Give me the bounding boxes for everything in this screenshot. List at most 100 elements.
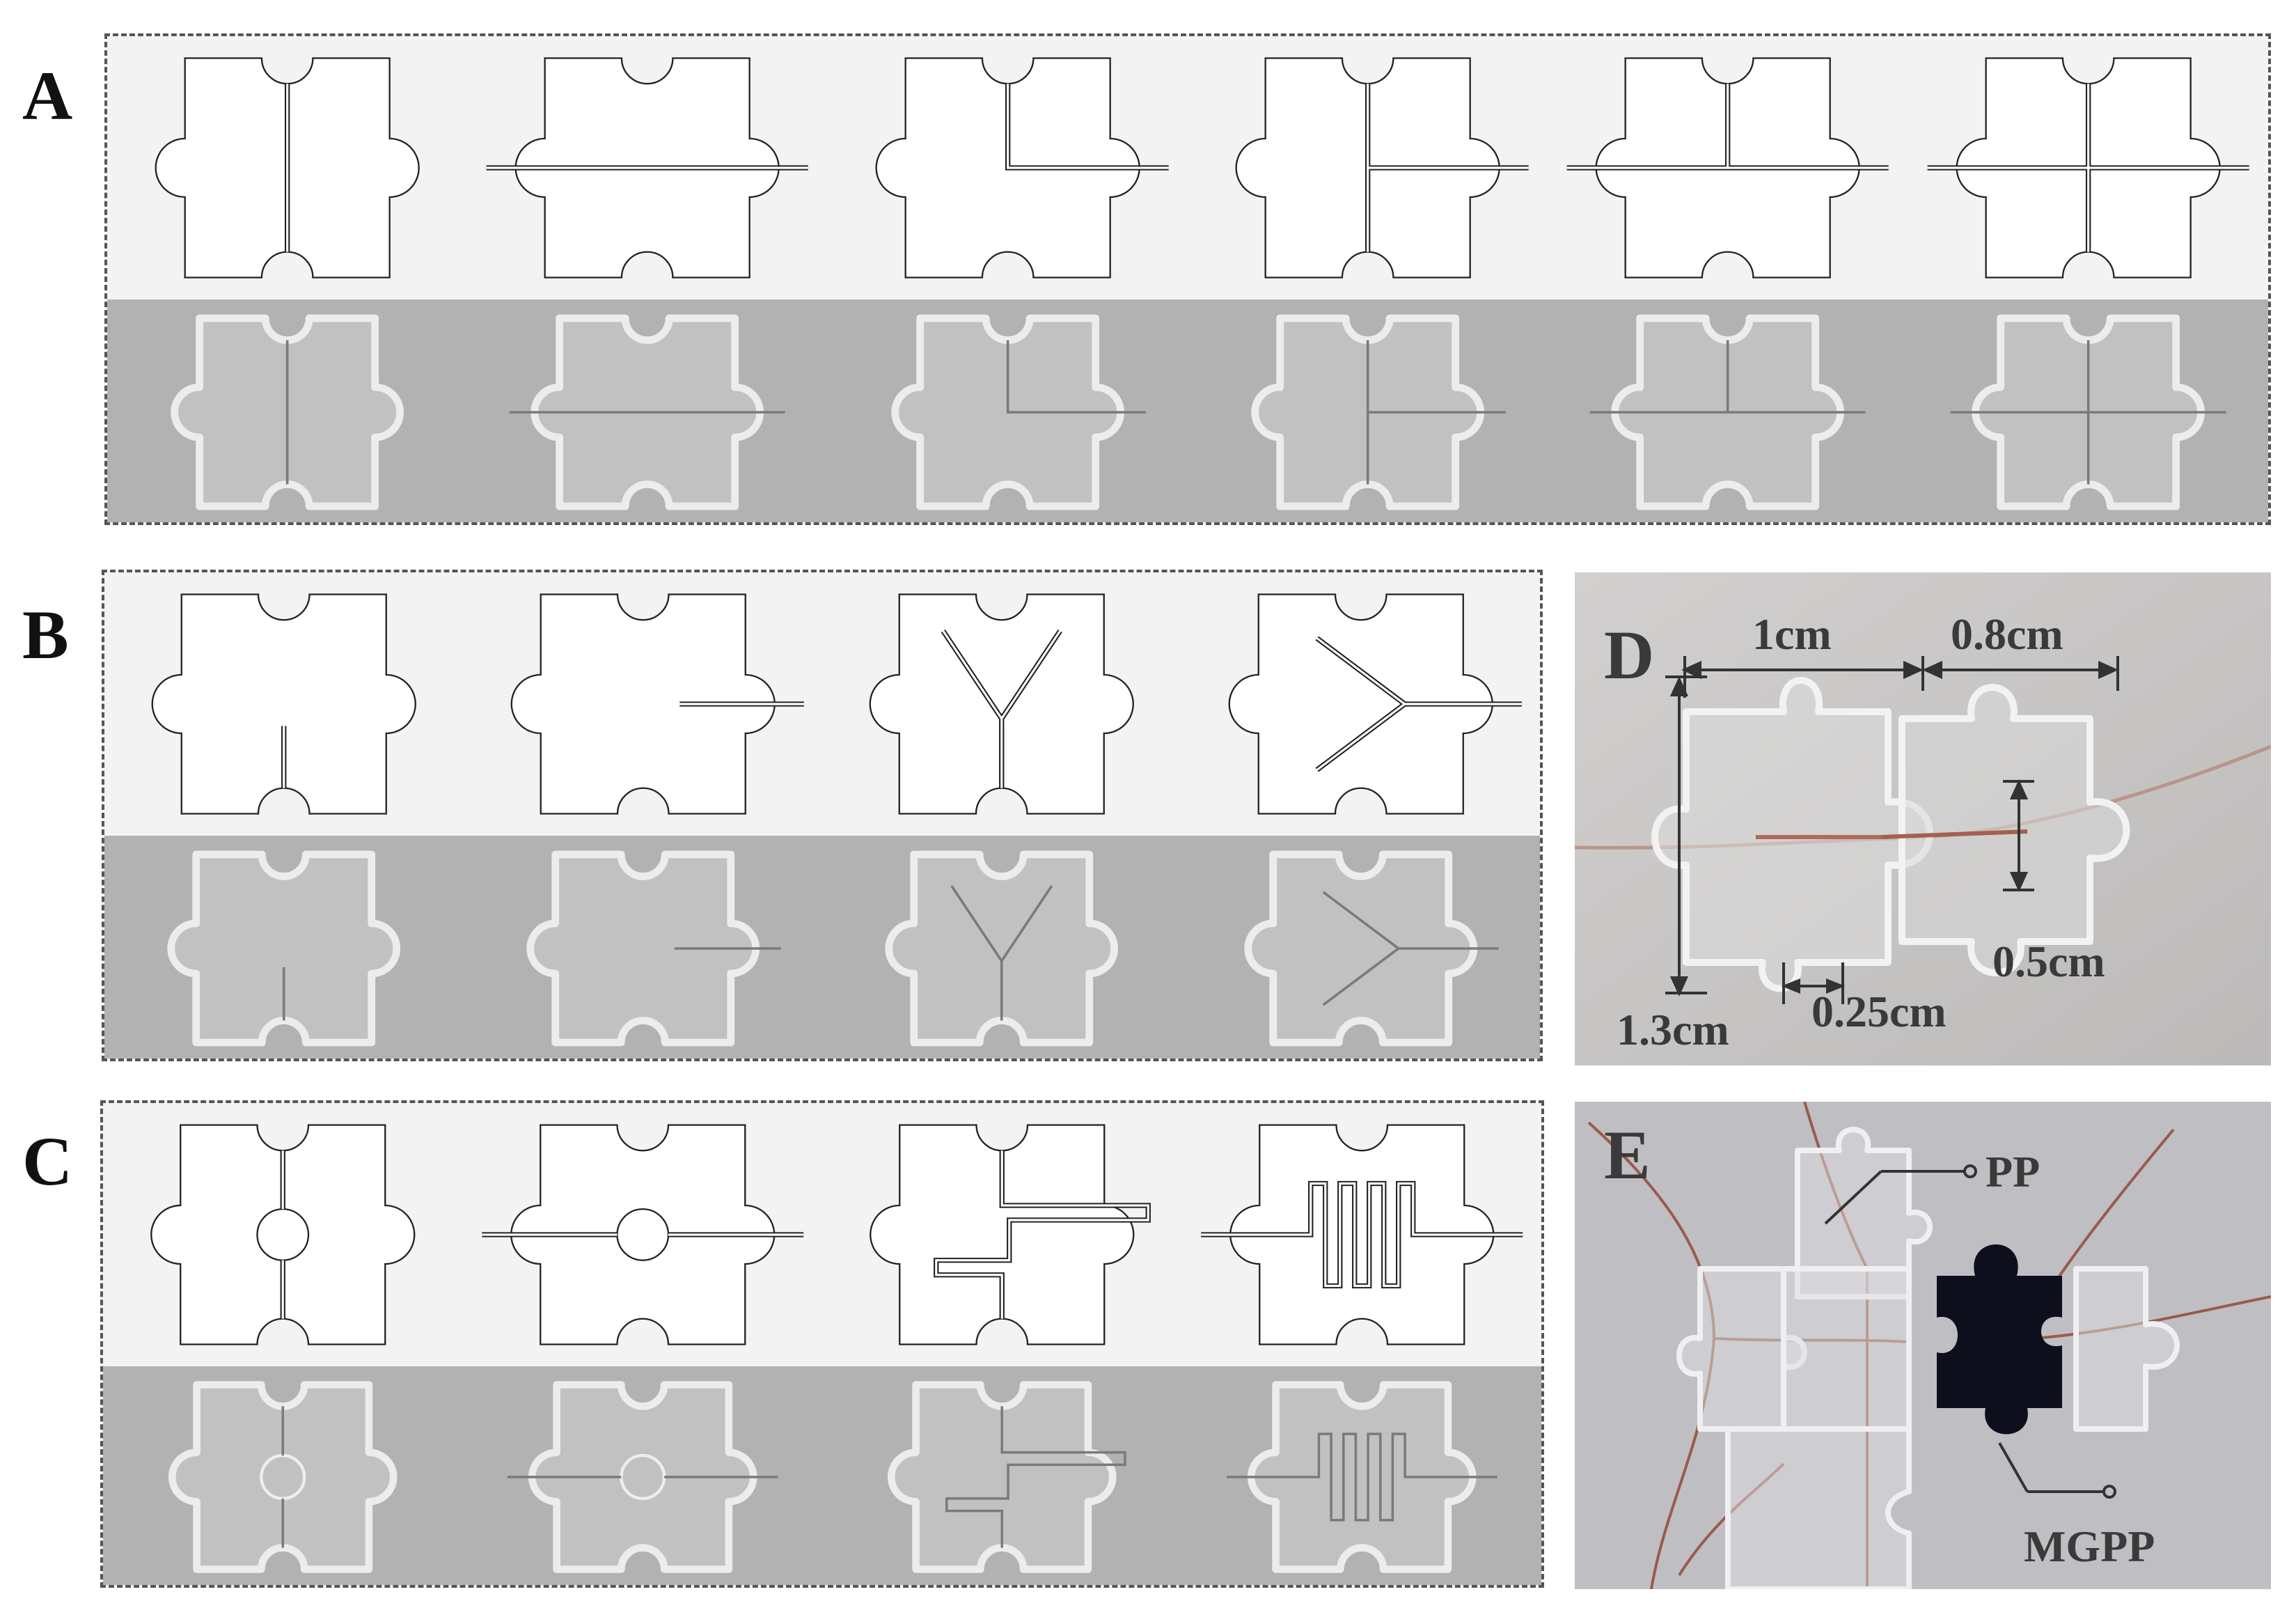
panel-c-drawings xyxy=(103,1103,1541,1366)
callout-mgpp: MGPP xyxy=(2024,1522,2155,1571)
drawing-cell xyxy=(1182,1103,1542,1366)
channel-line xyxy=(945,1406,1126,1548)
channel-line xyxy=(1950,340,2226,485)
photo-cell xyxy=(467,299,827,522)
puzzle-design-straight-horizontal xyxy=(486,57,808,279)
puzzle-photo-L-shape xyxy=(891,314,1146,510)
panel-e-photo: E PP MGPP xyxy=(1575,1102,2271,1589)
puzzle-design-zigzag-step xyxy=(870,1124,1151,1345)
panel-b xyxy=(102,570,1543,1061)
channel-line xyxy=(1589,340,1866,414)
drawing-cell xyxy=(463,1103,823,1366)
puzzle-outline xyxy=(151,593,416,815)
channel-line xyxy=(1226,1432,1497,1522)
puzzle-photo-zigzag-step xyxy=(888,1381,1126,1573)
channel-line xyxy=(1366,340,1506,485)
puzzle-design-chamber-horizontal xyxy=(481,1124,803,1345)
clear-puzzle-body xyxy=(167,850,401,1047)
clear-puzzle-body xyxy=(885,850,1119,1047)
pp-leader xyxy=(1824,1170,1882,1225)
drawing-cell xyxy=(103,1103,463,1366)
channel-line xyxy=(950,885,1053,1021)
puzzle-photo-inverted-T xyxy=(1589,314,1866,510)
dim-width-2: 0.8cm xyxy=(1951,609,2063,659)
panel-c-photos xyxy=(103,1366,1542,1585)
puzzle-design-serpentine xyxy=(1200,1124,1523,1345)
drawing-cell xyxy=(1181,572,1541,836)
channel-fill xyxy=(942,630,1062,788)
panel-d-label: D xyxy=(1604,616,1654,694)
clear-puzzle-body xyxy=(168,1381,398,1573)
puzzle-design-Y-vertical xyxy=(869,593,1134,815)
panel-label-c: C xyxy=(22,1123,73,1200)
drawing-cell xyxy=(822,1103,1182,1366)
photo-cell xyxy=(104,836,464,1059)
drawing-cell xyxy=(467,36,827,299)
channel-line xyxy=(1322,891,1499,1006)
panel-d-piece-left xyxy=(1651,677,1933,992)
dim-neck: 0.5cm xyxy=(1992,937,2105,986)
puzzle-outline xyxy=(869,593,1134,815)
clear-puzzle-body xyxy=(888,1381,1117,1573)
channel-fill xyxy=(935,1150,1149,1319)
puzzle-outline xyxy=(510,1124,775,1345)
drawing-cell xyxy=(104,572,464,836)
puzzle-design-Y-horizontal xyxy=(1228,593,1522,815)
channel-fill xyxy=(1200,1182,1523,1288)
photo-cell xyxy=(1908,299,2268,522)
channel-fill xyxy=(1316,637,1522,771)
photo-cell xyxy=(822,1366,1182,1585)
puzzle-design-straight-vertical xyxy=(155,57,420,279)
photo-cell xyxy=(1548,299,1908,522)
photo-cell xyxy=(103,1366,463,1585)
photo-cell xyxy=(463,1366,823,1585)
puzzle-design-T-shape xyxy=(1235,57,1529,279)
puzzle-design-short-horizontal xyxy=(510,593,804,815)
puzzle-design-short-vertical xyxy=(151,593,416,815)
channel-fill xyxy=(1566,84,1889,169)
panel-d-svg: D 1cm 0.8cm 1.3cm 0.25cm 0.5cm xyxy=(1575,572,2271,1065)
puzzle-design-inverted-T xyxy=(1566,57,1889,279)
photo-cell xyxy=(822,836,1181,1059)
photo-cell xyxy=(464,836,823,1059)
puzzle-outline xyxy=(150,1124,416,1345)
panel-label-b: B xyxy=(22,596,69,673)
clear-puzzle-body xyxy=(1243,850,1477,1047)
photo-cell xyxy=(107,299,467,522)
drawing-cell xyxy=(464,572,823,836)
dim-height: 1.3cm xyxy=(1617,1005,1729,1054)
channel-fill xyxy=(1927,84,2249,252)
panel-label-a: A xyxy=(22,57,73,134)
photo-cell xyxy=(828,299,1188,522)
panel-b-drawings xyxy=(104,572,1540,836)
drawing-cell xyxy=(1188,36,1548,299)
panel-e-label: E xyxy=(1604,1116,1651,1194)
photo-cell xyxy=(1182,1366,1542,1585)
puzzle-design-chamber-vertical xyxy=(150,1124,416,1345)
channel-fill xyxy=(1006,84,1169,169)
drawing-cell xyxy=(828,36,1188,299)
panel-c xyxy=(100,1100,1544,1588)
drawing-cell xyxy=(1908,36,2268,299)
puzzle-outline xyxy=(1229,1124,1494,1345)
drawing-cell xyxy=(822,572,1181,836)
photo-cell xyxy=(1188,299,1548,522)
puzzle-design-L-shape xyxy=(875,57,1169,279)
drawing-cell xyxy=(107,36,467,299)
panel-a-drawings xyxy=(107,36,2268,299)
clear-puzzle-body xyxy=(1247,1381,1476,1573)
puzzle-photo-chamber-horizontal xyxy=(507,1381,778,1573)
puzzle-outline xyxy=(510,593,776,815)
dim-width-1: 1cm xyxy=(1752,609,1832,659)
panel-e-svg: E PP MGPP xyxy=(1575,1102,2271,1589)
photo-cell xyxy=(1181,836,1541,1059)
panel-d-dimension-lines xyxy=(1665,656,2119,1004)
puzzle-photo-chamber-vertical xyxy=(168,1381,398,1573)
puzzle-photo-cross xyxy=(1950,314,2226,510)
panel-d-photo: D 1cm 0.8cm 1.3cm 0.25cm 0.5cm xyxy=(1575,572,2271,1065)
panel-d-piece-right xyxy=(1880,684,2130,976)
panel-a xyxy=(104,33,2271,525)
puzzle-photo-short-vertical xyxy=(167,850,401,1047)
puzzle-outline xyxy=(1228,593,1493,815)
puzzle-photo-Y-horizontal xyxy=(1243,850,1499,1047)
